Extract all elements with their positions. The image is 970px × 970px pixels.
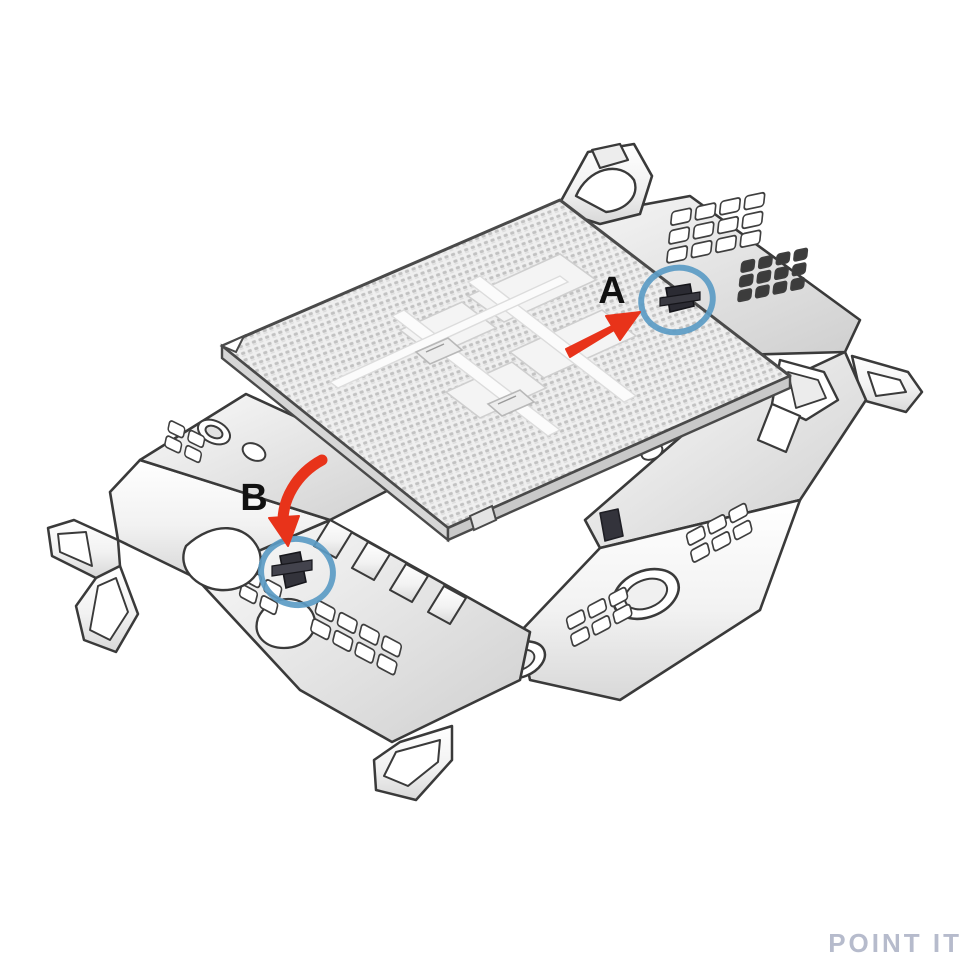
rail-right-knuckle-inner	[787, 371, 827, 409]
callout-label-a: A	[598, 270, 625, 312]
callout-label-b: B	[240, 477, 267, 519]
highlight-circle-b	[258, 535, 336, 609]
frame-arm-left-inner	[57, 531, 93, 567]
frame-arm-right-inner	[867, 371, 907, 397]
lever-bracket-top-tab	[590, 142, 630, 170]
socket-retention-frame	[46, 142, 924, 802]
plate-edge-right	[446, 374, 792, 542]
plate-alignment-pad-marks	[425, 343, 517, 405]
frame-foot-left-inner	[89, 577, 129, 641]
frame-inner-arc-left	[182, 527, 262, 592]
alignment-key-tab	[659, 283, 701, 313]
keying-block	[599, 508, 624, 542]
frame-foot-bottom-inner	[383, 739, 441, 787]
plate-key-tab	[468, 504, 498, 532]
rail-top-left-cells	[164, 420, 206, 464]
retention-latch-post	[271, 551, 313, 590]
arrow-b	[268, 454, 328, 547]
watermark: POINT IT	[828, 928, 962, 958]
arrow-a	[565, 311, 641, 358]
contact-cell-grid-top-right	[666, 191, 809, 303]
rail-top-left-bosses	[196, 418, 267, 462]
contact-cell-grid-bottom-right	[565, 502, 753, 647]
frame-struts	[312, 518, 468, 626]
callout-a: A	[565, 264, 716, 358]
lever-bracket-top-loop	[574, 167, 637, 214]
callout-b: B	[240, 454, 336, 609]
plate-corner-notch	[219, 333, 247, 354]
frame-strut-right	[756, 402, 802, 454]
plate-alignment-pads	[414, 337, 536, 417]
highlight-circle-a	[638, 264, 716, 336]
